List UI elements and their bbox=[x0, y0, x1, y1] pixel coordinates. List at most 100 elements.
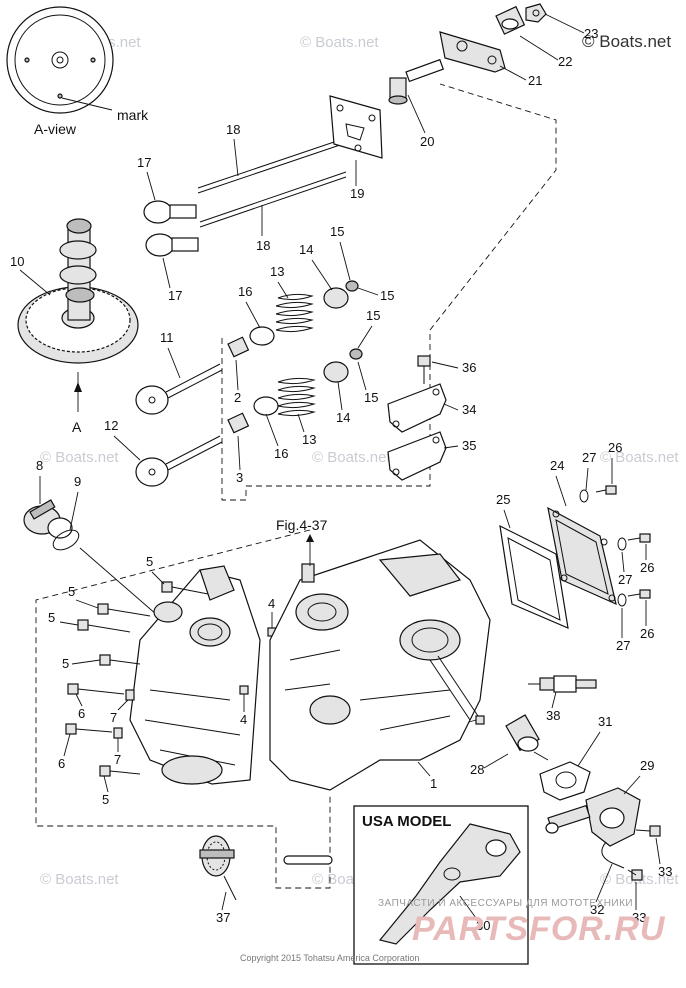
dowel-4-b bbox=[239, 685, 249, 695]
callout-33-b: 33 bbox=[632, 910, 646, 925]
callout-30: 30 bbox=[476, 918, 490, 933]
callout-12: 12 bbox=[104, 418, 118, 433]
label-fig-ref: Fig.4-37 bbox=[276, 517, 328, 533]
rocker-bracket bbox=[329, 95, 383, 159]
callout-15-c: 15 bbox=[366, 308, 380, 323]
callout-25: 25 bbox=[496, 492, 510, 507]
callout-18-lower: 18 bbox=[256, 238, 270, 253]
adjuster-nut bbox=[495, 5, 526, 35]
watermark-mid: © Boats.net bbox=[312, 449, 391, 466]
callout-15-b: 15 bbox=[380, 288, 394, 303]
callout-5-c: 5 bbox=[48, 610, 55, 625]
dowel-7-b bbox=[113, 727, 123, 739]
callout-16-lower: 16 bbox=[274, 446, 288, 461]
label-view-a: A bbox=[72, 419, 82, 435]
callout-35: 35 bbox=[462, 438, 476, 453]
label-mark: mark bbox=[117, 107, 149, 123]
bolt-33-b bbox=[627, 869, 643, 881]
drain-slot bbox=[429, 655, 479, 721]
callout-38: 38 bbox=[546, 708, 560, 723]
callout-8: 8 bbox=[36, 458, 43, 473]
callout-31: 31 bbox=[598, 714, 612, 729]
callout-26-c: 26 bbox=[640, 626, 654, 641]
valve-guide-lower bbox=[227, 412, 250, 434]
dowel-7-a bbox=[125, 689, 135, 701]
callout-33-a: 33 bbox=[658, 864, 672, 879]
pin-37 bbox=[283, 855, 333, 865]
callout-15-a: 15 bbox=[330, 224, 344, 239]
a-view-camshaft-end bbox=[6, 6, 114, 114]
callout-4-a: 4 bbox=[268, 596, 275, 611]
callout-36: 36 bbox=[462, 360, 476, 375]
lock-nut bbox=[525, 3, 547, 23]
washer-27-b bbox=[617, 537, 627, 551]
watermark-top: © Boats.net bbox=[300, 34, 379, 51]
callout-10: 10 bbox=[10, 254, 24, 269]
callout-29: 29 bbox=[640, 758, 654, 773]
callout-13-lower: 13 bbox=[302, 432, 316, 447]
label-a-view: A-view bbox=[34, 121, 77, 137]
callout-7-a: 7 bbox=[110, 710, 117, 725]
bolt-5-a bbox=[161, 581, 209, 595]
callout-20: 20 bbox=[420, 134, 434, 149]
spark-plug bbox=[528, 675, 597, 693]
cover-bolt bbox=[417, 355, 431, 384]
watermark-left-mid: © Boats.net bbox=[40, 449, 119, 466]
callout-1: 1 bbox=[430, 776, 437, 791]
callout-5-e: 5 bbox=[102, 792, 109, 807]
rocker-arm-upper bbox=[143, 200, 197, 224]
pushrod-upper bbox=[197, 139, 341, 189]
bolt-5-c bbox=[77, 619, 131, 633]
watermark-right-mid: © Boats.net bbox=[600, 449, 679, 466]
screw-26-b bbox=[627, 533, 651, 543]
callout-7-b: 7 bbox=[114, 752, 121, 767]
callout-3: 3 bbox=[236, 470, 243, 485]
callout-34: 34 bbox=[462, 402, 476, 417]
camshaft-gear bbox=[17, 218, 139, 364]
callout-11: 11 bbox=[160, 330, 174, 345]
callout-4-b: 4 bbox=[240, 712, 247, 727]
crankcase-cover bbox=[129, 565, 261, 785]
dash-head-link bbox=[246, 83, 557, 487]
callout-14-lower: 14 bbox=[336, 410, 350, 425]
callout-6-b: 6 bbox=[58, 756, 65, 771]
dash-cover-frame bbox=[35, 529, 331, 889]
pushrod-lower bbox=[199, 171, 347, 223]
bolt-5-e bbox=[99, 765, 141, 777]
exhaust-valve bbox=[135, 435, 223, 487]
callout-27-a: 27 bbox=[582, 450, 596, 465]
head-gasket bbox=[499, 524, 569, 629]
screw-26-c bbox=[627, 589, 651, 599]
callout-22: 22 bbox=[558, 54, 572, 69]
bolt-6-a bbox=[67, 683, 125, 695]
cover-plate bbox=[387, 383, 447, 433]
callout-14-upper: 14 bbox=[299, 242, 313, 257]
intake-valve bbox=[135, 363, 223, 415]
washer-27-c bbox=[617, 593, 627, 607]
callout-17-lower: 17 bbox=[168, 288, 182, 303]
callout-17-upper: 17 bbox=[137, 155, 151, 170]
callout-15-d: 15 bbox=[364, 390, 378, 405]
oil-pump-gear bbox=[199, 835, 237, 901]
valve-spring-lower bbox=[253, 348, 363, 417]
shop-tagline: ЗАПЧАСТИ И АКСЕССУАРЫ ДЛЯ МОТОТЕХНИКИ bbox=[378, 898, 633, 909]
cylinder-block bbox=[269, 539, 491, 791]
usa-model-inset bbox=[353, 805, 529, 965]
callout-27-c: 27 bbox=[616, 638, 630, 653]
adjuster-stud bbox=[388, 58, 445, 105]
callout-26-b: 26 bbox=[640, 560, 654, 575]
dowel-4-c bbox=[475, 715, 485, 725]
callout-24: 24 bbox=[550, 458, 564, 473]
thermostat-cover bbox=[545, 787, 641, 847]
thermostat-gasket bbox=[539, 761, 591, 801]
washer-27-a bbox=[579, 489, 589, 503]
valve-lever bbox=[439, 31, 506, 73]
bolt-5-d bbox=[99, 654, 141, 666]
callout-21: 21 bbox=[528, 73, 542, 88]
rocker-arm-lower bbox=[145, 233, 199, 257]
callout-2: 2 bbox=[234, 390, 241, 405]
watermark-left-bottom: © Boats.net bbox=[40, 871, 119, 888]
callout-23: 23 bbox=[584, 26, 598, 41]
watermark-top-right: © Boats.net bbox=[582, 32, 671, 51]
